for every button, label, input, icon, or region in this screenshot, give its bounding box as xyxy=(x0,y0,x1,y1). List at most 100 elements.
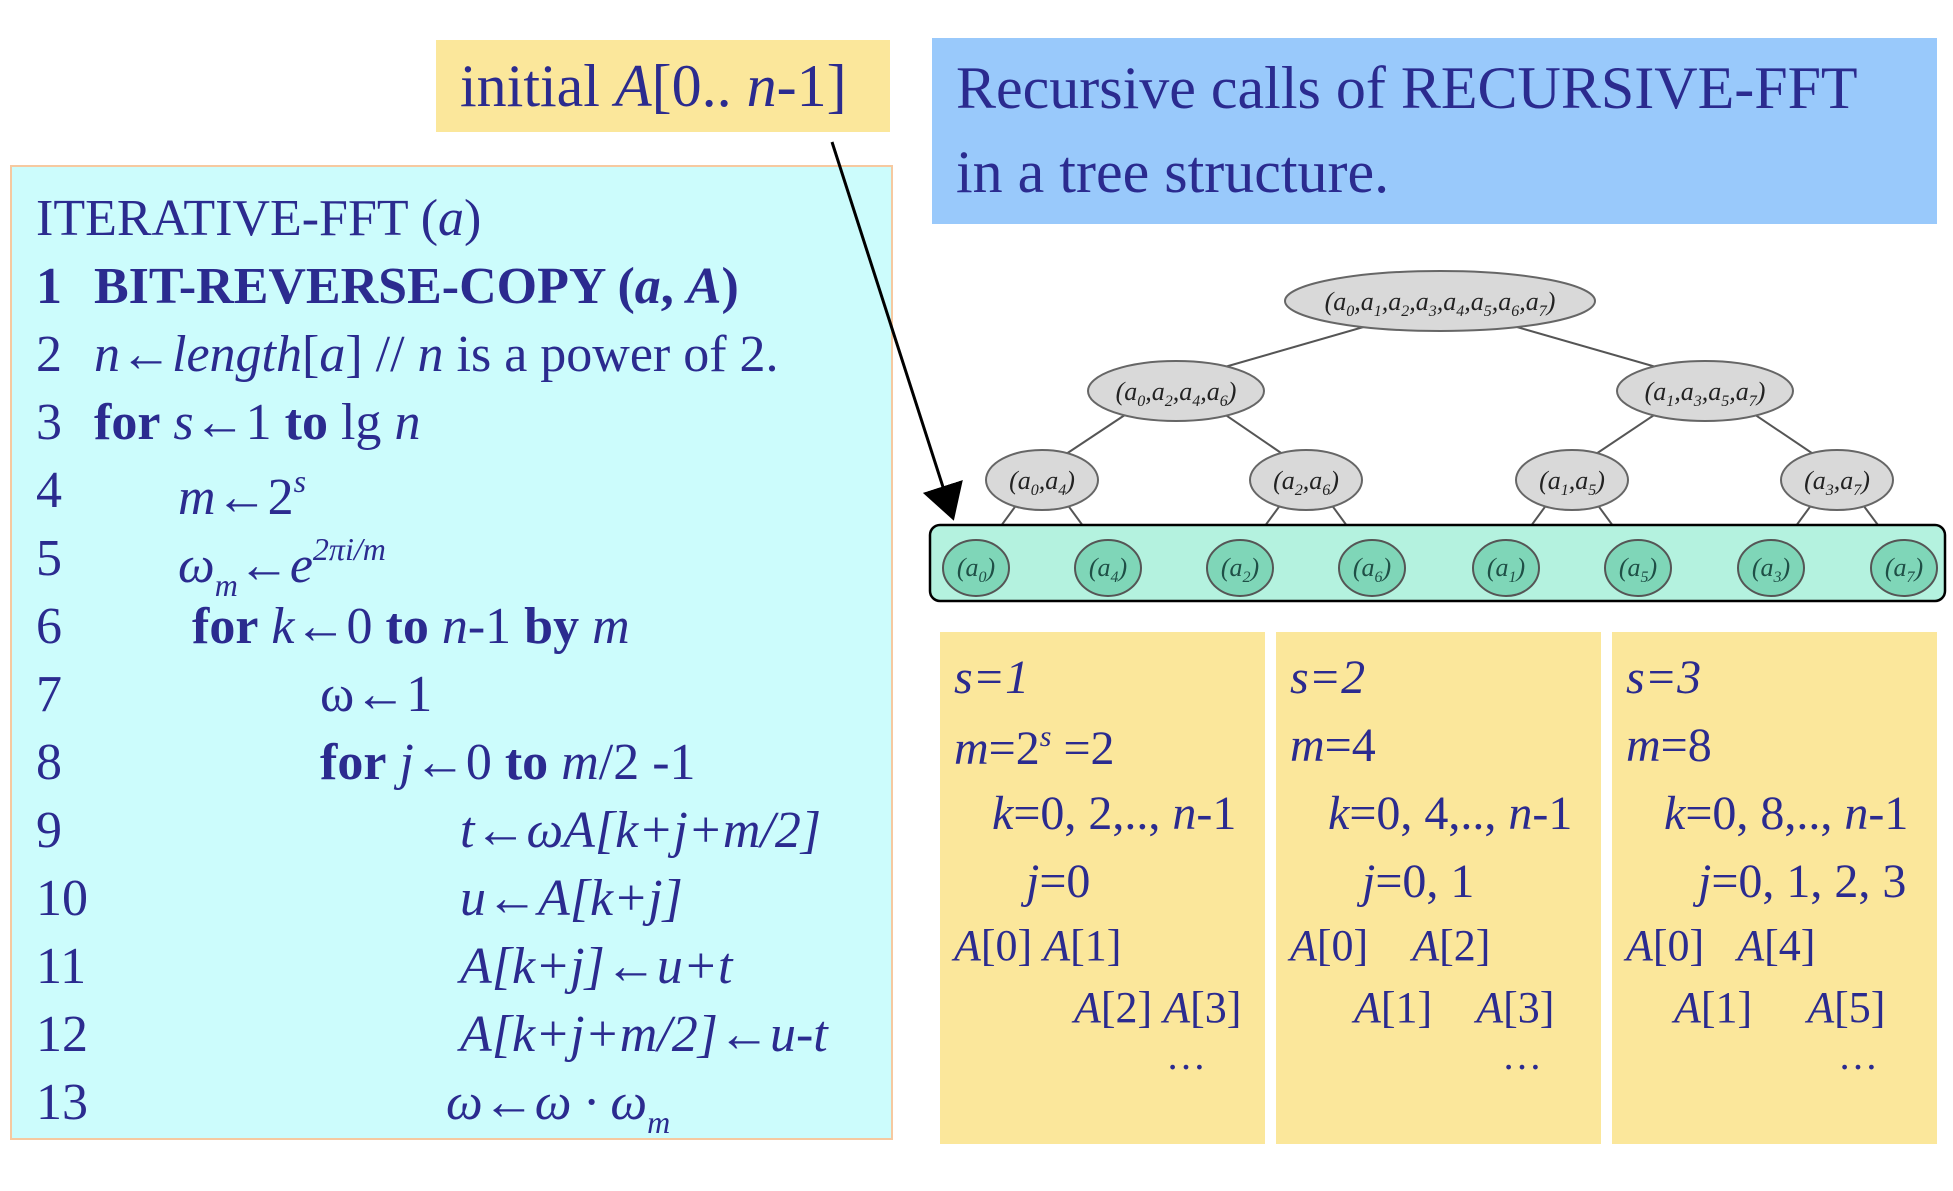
svg-text:(a6): (a6) xyxy=(1353,553,1391,586)
line-13-text: ω←ω · ωm xyxy=(446,1074,671,1140)
code-line-7: 7 ω←1 xyxy=(36,666,432,723)
line-number: 9 xyxy=(36,802,62,859)
initial-var: A xyxy=(614,53,652,119)
svg-text:(a2): (a2) xyxy=(1221,553,1259,586)
stage-j: j=0, 1 xyxy=(1362,855,1475,908)
line-number: 10 xyxy=(36,870,88,927)
stage-k: k=0, 8,.., n-1 xyxy=(1664,787,1909,840)
stage-dots: … xyxy=(1502,1033,1542,1078)
stage-a2: A[1] A[3] xyxy=(1354,983,1555,1032)
code-line-4: 4 m←2s xyxy=(36,462,306,524)
svg-text:(a1): (a1) xyxy=(1487,553,1525,586)
line-8-text: for j←0 to m/2 -1 xyxy=(320,734,696,791)
leaf-band xyxy=(928,523,1947,603)
stage-a1: A[0] A[4] xyxy=(1626,921,1816,970)
svg-text:(a1,a5): (a1,a5) xyxy=(1539,466,1605,499)
svg-text:(a5): (a5) xyxy=(1619,553,1657,586)
tree-node-a1-a5: (a1,a5) xyxy=(1515,449,1629,511)
tree-leaf-a2: (a2) xyxy=(1206,539,1274,597)
code-line-11: 11 A[k+j]←u+t xyxy=(36,938,732,995)
line-5-text: ωm←e2πi/m xyxy=(178,531,386,603)
stage-j: j=0 xyxy=(1026,855,1091,908)
line-number: 3 xyxy=(36,394,62,451)
code-line-2: 2 n←length[a] // n is a power of 2. xyxy=(36,326,779,383)
line-number: 1 xyxy=(36,258,62,315)
stage-column-3: s=3 m=8 k=0, 8,.., n-1 j=0, 1, 2, 3 A[0]… xyxy=(1612,632,1937,1144)
line-number: 2 xyxy=(36,326,62,383)
line-number: 12 xyxy=(36,1006,88,1063)
tree-node-a2-a6: (a2,a6) xyxy=(1249,449,1363,511)
recursion-tree: (a0,a1,a2,a3,a4,a5,a6,a7) (a0,a2,a4,a6) … xyxy=(928,270,1947,603)
line-6-text: for k←0 to n-1 by m xyxy=(192,598,630,655)
line-2-text: n←length[a] // n is a power of 2. xyxy=(94,326,779,383)
tree-node-even: (a0,a2,a4,a6) xyxy=(1087,360,1265,422)
line-7-text: ω←1 xyxy=(320,666,433,723)
stage-dots: … xyxy=(1166,1033,1206,1078)
stage-a1: A[0] A[1] xyxy=(954,921,1122,970)
stage-m: m=2s =2 xyxy=(954,720,1115,775)
initial-array-label: initial A[0.. n-1] xyxy=(436,40,890,132)
code-line-6: 6 for k←0 to n-1 by m xyxy=(36,598,630,655)
svg-text:(a4): (a4) xyxy=(1089,553,1127,586)
line-number: 13 xyxy=(36,1074,88,1131)
initial-suffix: -1] xyxy=(776,53,847,119)
tree-node-root: (a0,a1,a2,a3,a4,a5,a6,a7) xyxy=(1284,270,1596,332)
svg-text:(a0,a1,a2,a3,a4,a5,a6,a7): (a0,a1,a2,a3,a4,a5,a6,a7) xyxy=(1325,287,1556,320)
line-3-text: for s←1 to lg n xyxy=(94,394,421,451)
stage-a2: A[1] A[5] xyxy=(1674,983,1886,1032)
code-line-3: 3 for s←1 to lg n xyxy=(36,394,420,451)
line-10-text: u←A[k+j] xyxy=(460,870,683,927)
tree-leaf-a0: (a0) xyxy=(942,539,1010,597)
svg-text:(a7): (a7) xyxy=(1885,553,1923,586)
line-1-text: BIT-REVERSE-COPY (a, A) xyxy=(94,258,739,315)
line-12-text: A[k+j+m/2]←u-t xyxy=(460,1006,828,1063)
stage-m: m=8 xyxy=(1626,719,1712,772)
code-line-12: 12 A[k+j+m/2]←u-t xyxy=(36,1006,828,1063)
stage-s: s=3 xyxy=(1626,651,1702,704)
tree-leaf-a7: (a7) xyxy=(1870,539,1938,597)
stage-a1: A[0] A[2] xyxy=(1290,921,1491,970)
tree-node-odd: (a1,a3,a5,a7) xyxy=(1616,360,1794,422)
code-header: ITERATIVE-FFT (a) xyxy=(36,190,482,247)
tree-node-a3-a7: (a3,a7) xyxy=(1780,449,1894,511)
stage-column-2: s=2 m=4 k=0, 4,.., n-1 j=0, 1 A[0] A[2] … xyxy=(1276,632,1601,1144)
svg-text:(a3): (a3) xyxy=(1752,553,1790,586)
code-line-5: 5 ωm←e2πi/m xyxy=(36,530,386,602)
tree-leaf-a1: (a1) xyxy=(1472,539,1540,597)
tree-leaf-a3: (a3) xyxy=(1737,539,1805,597)
stage-dots: … xyxy=(1838,1033,1878,1078)
recursive-label-line2: in a tree structure. xyxy=(956,139,1390,205)
tree-leaf-a4: (a4) xyxy=(1074,539,1142,597)
initial-prefix: initial xyxy=(460,53,615,119)
recursive-label-line1: Recursive calls of RECURSIVE-FFT xyxy=(956,55,1858,121)
svg-text:(a3,a7): (a3,a7) xyxy=(1804,466,1870,499)
initial-n: n xyxy=(746,53,777,119)
stage-j: j=0, 1, 2, 3 xyxy=(1698,855,1907,908)
stage-a2: A[2] A[3] xyxy=(1074,983,1242,1032)
svg-text:(a1,a3,a5,a7): (a1,a3,a5,a7) xyxy=(1645,377,1766,410)
stage-k: k=0, 4,.., n-1 xyxy=(1328,787,1573,840)
tree-leaf-a6: (a6) xyxy=(1338,539,1406,597)
code-line-1: 1 BIT-REVERSE-COPY (a, A) xyxy=(36,258,739,315)
initial-range: [0.. xyxy=(651,53,747,119)
line-number: 4 xyxy=(36,462,62,519)
stage-s: s=2 xyxy=(1290,651,1366,704)
line-number: 5 xyxy=(36,530,62,587)
stage-column-1: s=1 m=2s =2 k=0, 2,.., n-1 j=0 A[0] A[1]… xyxy=(940,632,1265,1144)
line-number: 11 xyxy=(36,938,87,995)
tree-node-a0-a4: (a0,a4) xyxy=(985,449,1099,511)
line-number: 6 xyxy=(36,598,62,655)
stage-m: m=4 xyxy=(1290,719,1376,772)
iterative-fft-code: ITERATIVE-FFT (a) 1 BIT-REVERSE-COPY (a,… xyxy=(10,165,893,1140)
stage-k: k=0, 2,.., n-1 xyxy=(992,787,1237,840)
line-number: 8 xyxy=(36,734,62,791)
code-line-8: 8 for j←0 to m/2 -1 xyxy=(36,734,696,791)
code-line-13: 13 ω←ω · ωm xyxy=(36,1074,670,1139)
line-number: 7 xyxy=(36,666,62,723)
line-11-text: A[k+j]←u+t xyxy=(460,938,733,995)
recursive-calls-label: Recursive calls of RECURSIVE-FFT in a tr… xyxy=(932,38,1937,224)
code-line-10: 10 u←A[k+j] xyxy=(36,870,683,927)
line-4-text: m←2s xyxy=(178,463,307,526)
svg-text:(a0,a2,a4,a6): (a0,a2,a4,a6) xyxy=(1116,377,1237,410)
